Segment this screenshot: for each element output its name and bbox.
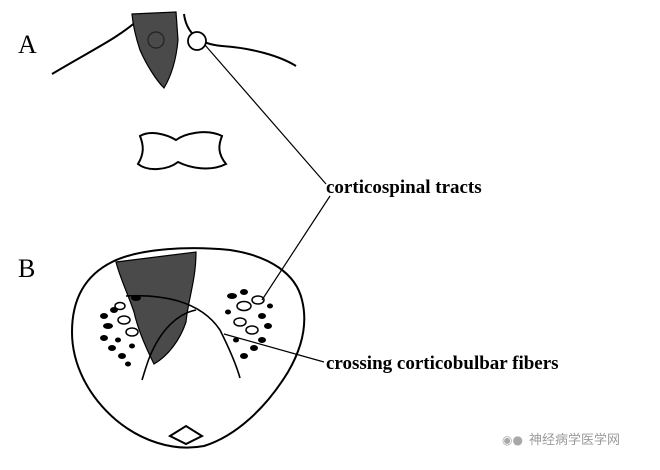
leader-line-b-corticobulbar [223, 333, 325, 363]
tract-dot [103, 323, 113, 329]
panel-b-section [70, 247, 306, 449]
panel-a-label: A [18, 30, 37, 59]
tract-dot [100, 335, 108, 341]
panel-b-ventricle [167, 424, 205, 446]
panel-b-lesion [115, 251, 197, 365]
tract-dot [129, 343, 135, 349]
tract-ring [117, 315, 131, 325]
tract-dot [108, 345, 116, 351]
tract-ring [114, 301, 126, 311]
tract-dot [240, 353, 248, 359]
panel-b-label: B [18, 254, 36, 283]
tract-dot [225, 309, 231, 315]
tract-dot [240, 289, 248, 295]
right-tract-cluster [225, 289, 273, 359]
watermark-text: 神经病学医学网 [528, 433, 620, 448]
tract-dot [125, 361, 131, 367]
tract-dot [258, 337, 266, 343]
right-crossing-fiber [141, 309, 197, 381]
left-crossing-fiber [125, 294, 241, 379]
tract-ring [251, 295, 265, 305]
left-tract-cluster [100, 295, 141, 367]
tract-dot [250, 345, 258, 351]
watermark: ◉● 神经病学医学网 [502, 434, 620, 447]
tract-dot [267, 303, 273, 309]
tract-dot [100, 313, 108, 319]
tract-dot [118, 353, 126, 359]
leader-line-b-corticospinal [261, 195, 331, 301]
panel-a-lesion-circle [147, 31, 165, 49]
crossing-corticobulbar-fibers-label: crossing corticobulbar fibers [326, 353, 559, 374]
tract-ring [125, 327, 139, 337]
panel-a-lesion [131, 11, 179, 89]
tract-dot [115, 337, 121, 343]
tract-dot [264, 323, 272, 329]
tract-dot [227, 293, 237, 299]
panel-a-outline [51, 13, 297, 75]
corticospinal-tracts-label: corticospinal tracts [326, 177, 482, 198]
wechat-icon: ◉● [502, 433, 523, 447]
panel-a-ventricle [136, 131, 228, 170]
tract-dot [258, 313, 266, 319]
tract-ring [236, 300, 252, 312]
panel-a-right-tract-circle [187, 31, 207, 51]
tract-dot [233, 337, 239, 343]
tract-ring [245, 325, 259, 335]
panel-a-section [51, 11, 297, 170]
tract-dot [131, 295, 141, 301]
tract-ring [233, 317, 247, 327]
leader-line-a [204, 44, 327, 185]
